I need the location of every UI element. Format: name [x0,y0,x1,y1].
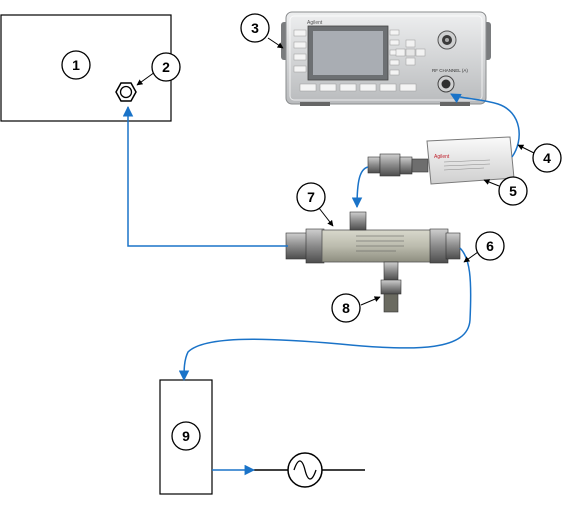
meter-channel-label: RF CHANNEL (A) [432,68,468,73]
cables [122,93,520,476]
callout-8: 8 [331,293,361,323]
cable-sensor-to-coupler [351,166,369,209]
cable-coupler-to-source [178,247,472,382]
callout-9: 9 [171,421,201,451]
ac-source-icon [254,452,365,488]
callout-4-label: 4 [543,150,551,166]
callout-3-label: 3 [251,20,259,36]
callout-7-label: 7 [307,189,315,205]
power-meter: Agilent RF CHANNEL (A) [281,11,491,106]
cable-sensor-to-meter [450,93,520,158]
callout-7: 7 [296,182,326,212]
meter-screen [313,31,383,75]
termination-load [380,279,402,313]
callout-1-label: 1 [72,57,80,73]
callout-6-label: 6 [486,238,494,254]
callout-9-label: 9 [182,428,190,444]
callout-3: 3 [240,13,270,43]
callout-8-label: 8 [342,300,350,316]
callout-2-label: 2 [162,59,170,75]
callout-6: 6 [475,231,505,261]
power-sensor: Agilent [367,136,515,185]
directional-coupler [285,211,461,281]
sensor-brand: Agilent [434,154,450,160]
callout-leaders [136,37,535,306]
callout-5-label: 5 [509,183,517,199]
callout-4: 4 [532,143,562,173]
meter-brand: Agilent [307,20,323,26]
callout-1: 1 [61,50,91,80]
cable-coupler-to-port [122,105,288,247]
port-connector-hex [115,82,137,102]
callout-5: 5 [498,176,528,206]
callout-2: 2 [151,52,181,82]
